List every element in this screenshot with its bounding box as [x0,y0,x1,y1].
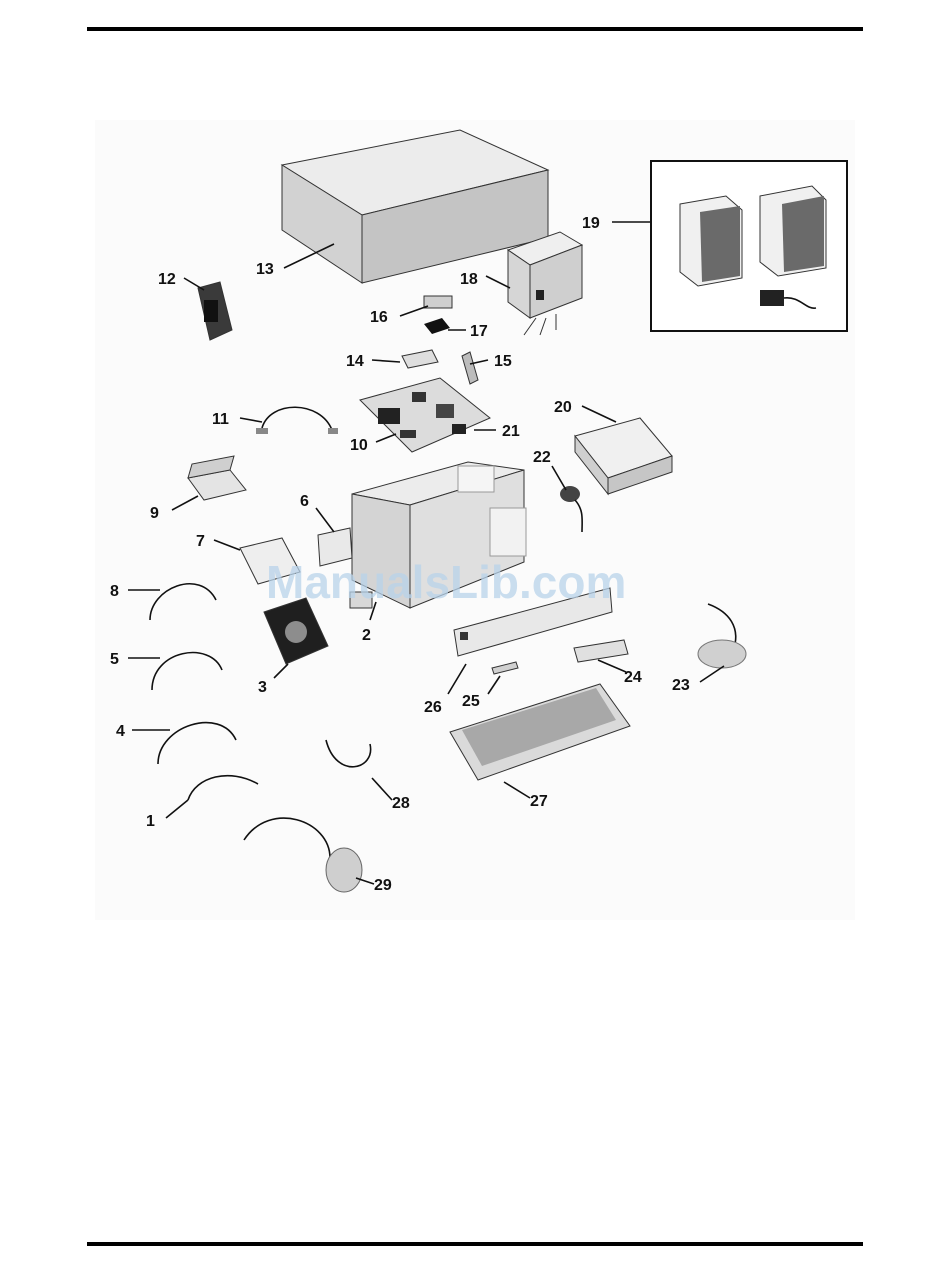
callout-15: 15 [494,353,512,370]
callout-10: 10 [350,437,368,454]
callout-29: 29 [374,877,392,894]
callout-19: 19 [582,215,600,232]
part-23-microphone [698,604,746,668]
part-19-speakers-inset [651,161,847,331]
bottom-rule [87,1242,863,1246]
part-12-expansion-card [198,282,232,340]
callout-9: 9 [150,505,159,522]
part-29-mouse [244,818,362,892]
callout-16: 16 [370,309,388,326]
callout-20: 20 [554,399,572,416]
part-24-drive-cover [574,640,628,662]
callout-22: 22 [533,449,551,466]
callout-11: 11 [212,411,229,428]
callout-8: 8 [110,583,119,600]
part-9-drive-bracket [188,456,246,500]
callout-1: 1 [146,813,155,830]
part-28-power-cord [326,740,371,767]
callout-2: 2 [362,627,371,644]
part-14-module [402,350,438,368]
callout-23: 23 [672,677,690,694]
callout-14: 14 [346,353,364,370]
callout-13: 13 [256,261,274,278]
part-15-module [462,352,478,384]
part-22-sensor-cable [560,486,582,532]
part-1-ribbon-cable [188,776,258,800]
callout-7: 7 [196,533,205,550]
part-16-fan-bracket [424,296,452,308]
callout-28: 28 [392,795,410,812]
callout-21: 21 [502,423,520,440]
part-17-chip [424,318,450,334]
callout-6: 6 [300,493,309,510]
watermark-text: ManualsLib.com [266,556,626,608]
callout-26: 26 [424,699,442,716]
part-4-ribbon-cable [158,723,236,764]
part-5-ribbon-cable [152,653,222,690]
part-18-power-supply [508,232,582,335]
callout-4: 4 [116,723,125,740]
part-11-cable [256,407,338,434]
callout-12: 12 [158,271,176,288]
part-20-cd-drive [575,418,672,494]
callout-27: 27 [530,793,548,810]
callout-18: 18 [460,271,478,288]
callout-3: 3 [258,679,267,696]
callout-5: 5 [110,651,119,668]
callout-17: 17 [470,323,488,340]
part-25-button [492,662,518,674]
callout-25: 25 [462,693,480,710]
callout-24: 24 [624,669,642,686]
